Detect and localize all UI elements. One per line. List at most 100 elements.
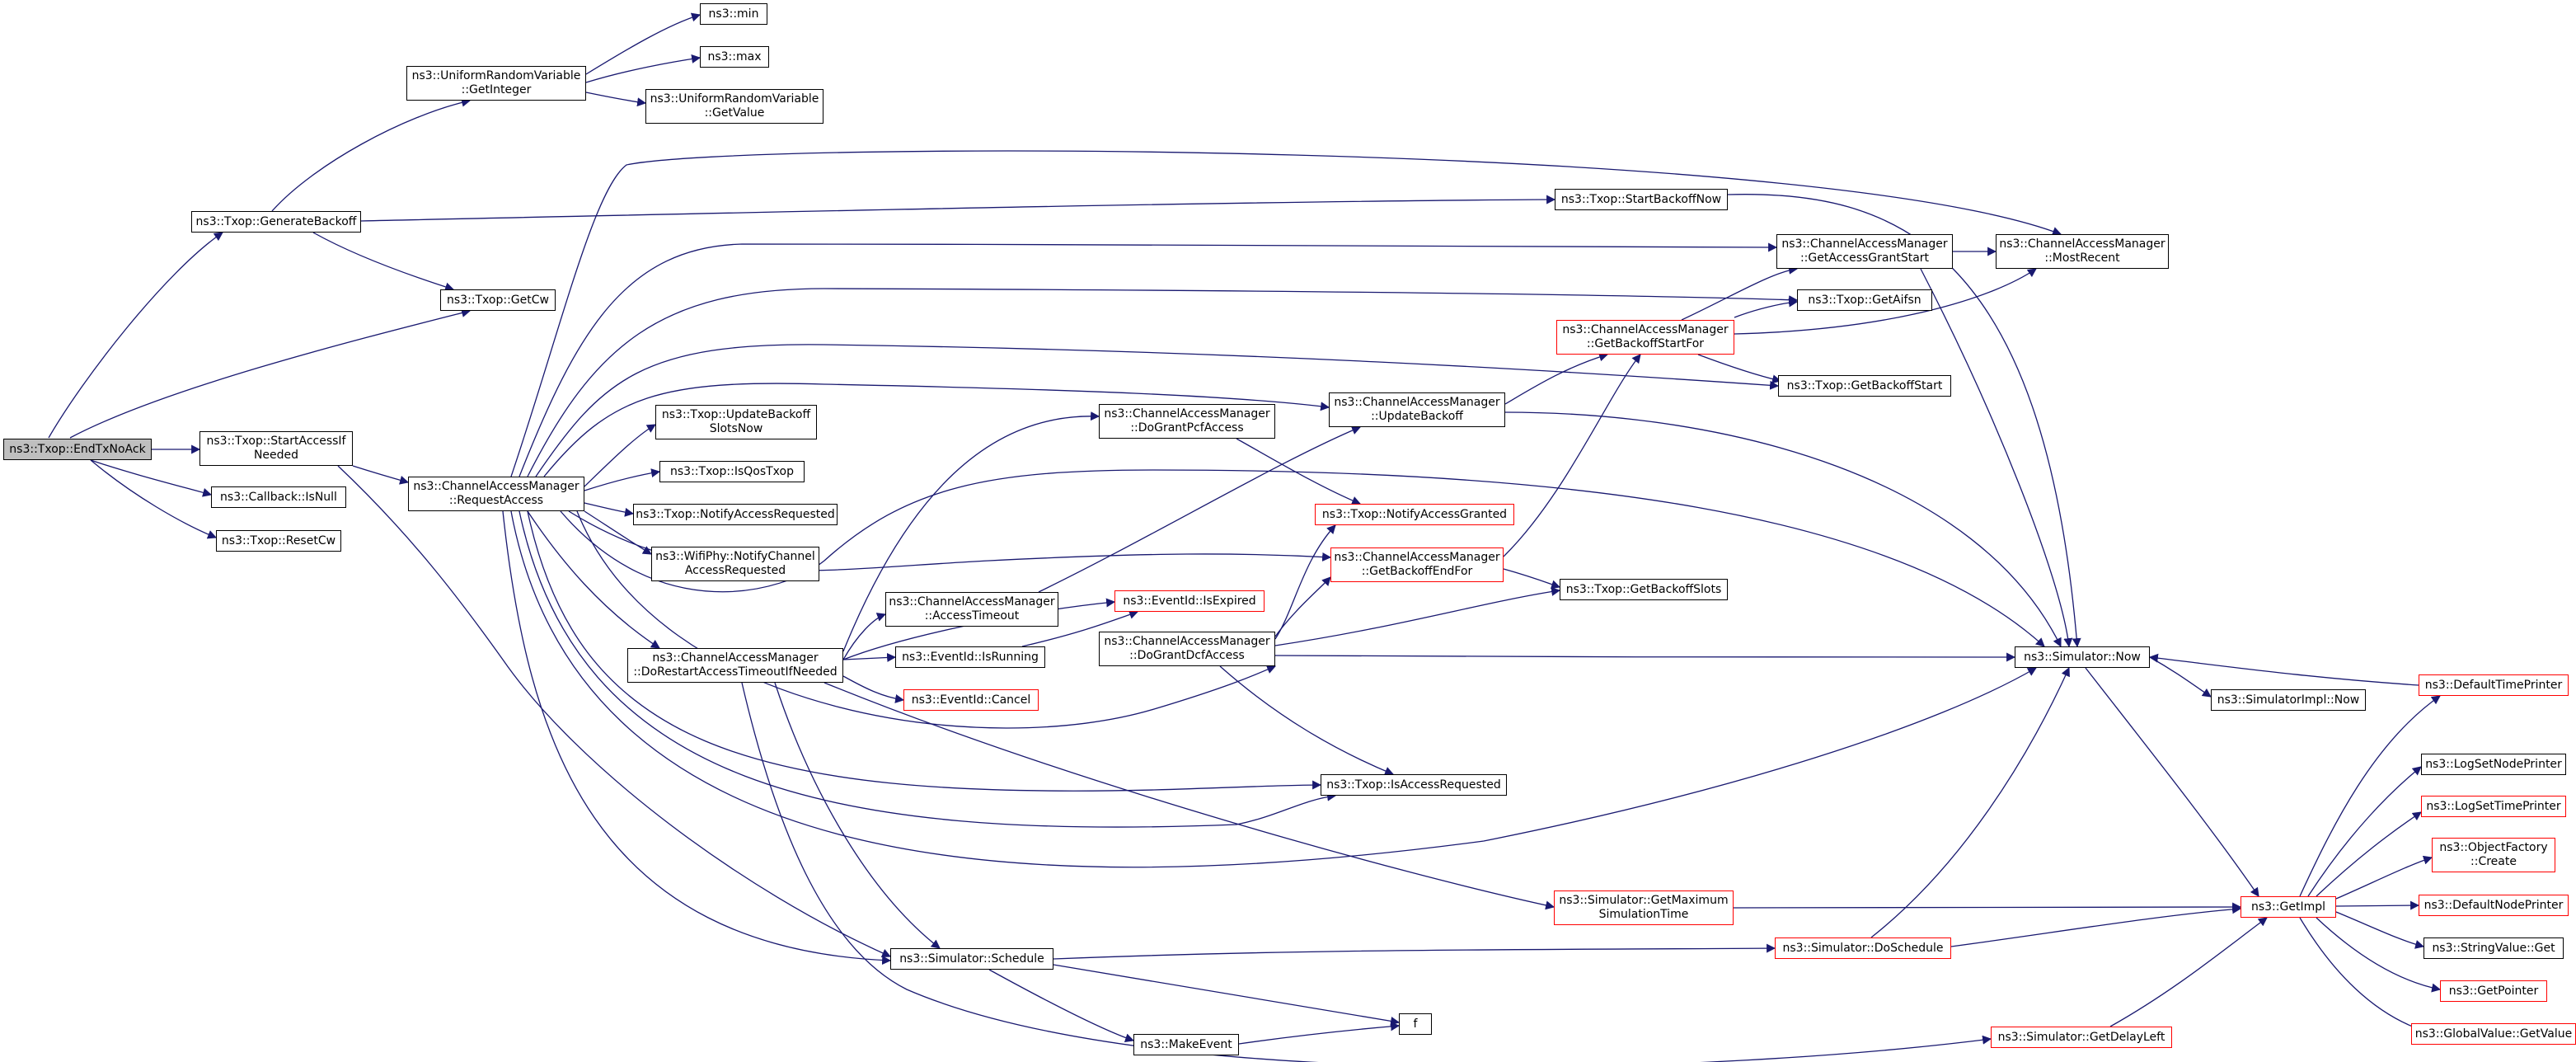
node-simulator-schedule[interactable]: ns3::Simulator::Schedule bbox=[890, 948, 1053, 970]
edge-isRunning-to-isExpired bbox=[1021, 610, 1139, 647]
node-txop-get-aifsn[interactable]: ns3::Txop::GetAifsn bbox=[1797, 289, 1932, 311]
edge-getImpl-to-objectFactoryCreate bbox=[2335, 855, 2433, 900]
node-channel-access-manager-update-backoff[interactable]: ns3::ChannelAccessManager ::UpdateBackof… bbox=[1329, 392, 1505, 427]
node-channel-access-manager-do-grant-dcf-access[interactable]: ns3::ChannelAccessManager ::DoGrantDcfAc… bbox=[1099, 632, 1275, 666]
edge-doRestart-to-isRunning bbox=[842, 652, 897, 662]
node-label: ns3::EventId::Cancel bbox=[911, 693, 1031, 707]
node-label: ns3::LogSetTimePrinter bbox=[2426, 799, 2561, 813]
edge-doSchedule-to-getImpl bbox=[1950, 905, 2242, 947]
node-label-line2: ::GetBackoffEndFor bbox=[1361, 565, 1473, 578]
node-label: ns3::LogSetNodePrinter bbox=[2425, 757, 2562, 771]
node-txop-is-access-requested[interactable]: ns3::Txop::IsAccessRequested bbox=[1321, 774, 1507, 796]
node-simulator-get-maximum-simulation-time[interactable]: ns3::Simulator::GetMaximum SimulationTim… bbox=[1554, 890, 1734, 925]
node-default-time-printer[interactable]: ns3::DefaultTimePrinter bbox=[2419, 674, 2569, 696]
node-label: ns3::StringValue::Get bbox=[2432, 941, 2555, 955]
node-label: ns3::ChannelAccessManager bbox=[1999, 237, 2165, 251]
node-txop-get-backoff-slots[interactable]: ns3::Txop::GetBackoffSlots bbox=[1560, 579, 1728, 600]
edge-startAccessIfNeeded-to-schedule bbox=[337, 465, 892, 958]
node-label-line2: ::GetValue bbox=[704, 106, 765, 120]
edge-getInteger-to-min bbox=[585, 12, 701, 75]
node-wifi-phy-notify-channel-access-requested[interactable]: ns3::WifiPhy::NotifyChannel AccessReques… bbox=[651, 547, 819, 581]
node-txop-end-tx-no-ack[interactable]: ns3::Txop::EndTxNoAck bbox=[3, 439, 152, 460]
node-channel-access-manager-most-recent[interactable]: ns3::ChannelAccessManager ::MostRecent bbox=[1996, 234, 2169, 269]
node-callback-is-null[interactable]: ns3::Callback::IsNull bbox=[211, 486, 346, 508]
node-channel-access-manager-request-access[interactable]: ns3::ChannelAccessManager ::RequestAcces… bbox=[408, 477, 584, 511]
edge-doGrantDcfAccess-to-isAccessRequested bbox=[1219, 665, 1395, 776]
node-channel-access-manager-do-restart-access-timeout[interactable]: ns3::ChannelAccessManager ::DoRestartAcc… bbox=[627, 648, 843, 683]
edge-schedule-to-f bbox=[1053, 964, 1401, 1026]
edge-doRestart-to-doGrantPcfAccess bbox=[842, 411, 1100, 652]
node-label: ns3::Simulator::Schedule bbox=[899, 952, 1044, 966]
node-uniform-random-variable-get-value[interactable]: ns3::UniformRandomVariable ::GetValue bbox=[645, 89, 823, 124]
node-channel-access-manager-get-backoff-start-for[interactable]: ns3::ChannelAccessManager ::GetBackoffSt… bbox=[1556, 320, 1734, 355]
node-label-line2: ::AccessTimeout bbox=[924, 609, 1020, 623]
node-label: f bbox=[1413, 1017, 1418, 1031]
node-simulator-get-delay-left[interactable]: ns3::Simulator::GetDelayLeft bbox=[1991, 1027, 2172, 1048]
node-label: ns3::max bbox=[707, 49, 762, 63]
node-label: ns3::ChannelAccessManager bbox=[1562, 323, 1729, 336]
node-txop-update-backoff-slots-now[interactable]: ns3::Txop::UpdateBackoff SlotsNow bbox=[655, 405, 817, 439]
node-label: ns3::Txop::IsQosTxop bbox=[670, 464, 794, 478]
node-label-line2: ::GetBackoffStartFor bbox=[1586, 337, 1705, 350]
node-event-id-cancel[interactable]: ns3::EventId::Cancel bbox=[903, 689, 1039, 711]
edge-startAccessIfNeeded-to-requestAccess bbox=[352, 465, 410, 485]
node-uniform-random-variable-get-integer[interactable]: ns3::UniformRandomVariable ::GetInteger bbox=[406, 66, 586, 101]
edge-doRestart-to-accessTimeout bbox=[842, 613, 887, 660]
node-get-impl[interactable]: ns3::GetImpl bbox=[2241, 896, 2336, 918]
node-txop-notify-access-requested[interactable]: ns3::Txop::NotifyAccessRequested bbox=[633, 504, 838, 525]
node-get-pointer[interactable]: ns3::GetPointer bbox=[2440, 980, 2547, 1002]
edge-schedule-to-doSchedule bbox=[1053, 943, 1776, 960]
edge-schedule-to-makeEvent bbox=[988, 969, 1135, 1042]
node-label: ns3::Txop::GetAifsn bbox=[1808, 293, 1921, 307]
node-label: ns3::Txop::GetBackoffStart bbox=[1786, 378, 1943, 392]
node-txop-start-backoff-now[interactable]: ns3::Txop::StartBackoffNow bbox=[1555, 189, 1728, 210]
node-f[interactable]: f bbox=[1399, 1013, 1432, 1035]
node-label: ns3::Txop::EndTxNoAck bbox=[9, 442, 146, 456]
edge-getImpl-to-defaultTimePrinter bbox=[2299, 695, 2441, 897]
edge-getBackoffStartFor-to-getAifsn bbox=[1734, 298, 1799, 318]
node-simulator-now[interactable]: ns3::Simulator::Now bbox=[2015, 646, 2150, 668]
edge-requestAccess-to-isQosTxop bbox=[584, 468, 661, 491]
node-default-node-printer[interactable]: ns3::DefaultNodePrinter bbox=[2419, 895, 2569, 916]
edge-endTxNoAck-to-resetCw bbox=[90, 459, 218, 539]
node-channel-access-manager-do-grant-pcf-access[interactable]: ns3::ChannelAccessManager ::DoGrantPcfAc… bbox=[1099, 404, 1275, 439]
edge-doGrantPcfAccess-to-notifyAccessGranted bbox=[1236, 438, 1362, 505]
node-label: ns3::ObjectFactory bbox=[2439, 841, 2548, 854]
node-simulator-impl-now[interactable]: ns3::SimulatorImpl::Now bbox=[2211, 689, 2366, 711]
edge-doRestart-to-schedule bbox=[774, 682, 941, 949]
node-label-line2: ::UpdateBackoff bbox=[1371, 410, 1463, 423]
edge-requestAccess-to-doRestart bbox=[527, 510, 660, 649]
node-txop-notify-access-granted[interactable]: ns3::Txop::NotifyAccessGranted bbox=[1315, 504, 1514, 525]
node-event-id-is-running[interactable]: ns3::EventId::IsRunning bbox=[895, 646, 1045, 668]
node-log-set-node-printer[interactable]: ns3::LogSetNodePrinter bbox=[2421, 754, 2566, 775]
node-label: ns3::MakeEvent bbox=[1140, 1037, 1232, 1051]
node-label: ns3::Txop::StartAccessIf bbox=[206, 435, 346, 448]
node-max[interactable]: ns3::max bbox=[700, 46, 769, 68]
node-label: ns3::EventId::IsRunning bbox=[902, 650, 1039, 664]
node-log-set-time-printer[interactable]: ns3::LogSetTimePrinter bbox=[2421, 796, 2566, 817]
edge-generateBackoff-to-startBackoffNow bbox=[360, 195, 1556, 222]
node-txop-is-qos-txop[interactable]: ns3::Txop::IsQosTxop bbox=[659, 461, 805, 482]
edge-requestAccess-to-getBackoffStart bbox=[535, 344, 1780, 477]
node-channel-access-manager-get-access-grant-start[interactable]: ns3::ChannelAccessManager ::GetAccessGra… bbox=[1776, 234, 1953, 269]
edge-getInteger-to-getValueURV bbox=[585, 92, 647, 107]
edge-accessTimeout-to-updateBackoff bbox=[1038, 425, 1362, 593]
node-txop-get-cw[interactable]: ns3::Txop::GetCw bbox=[440, 289, 556, 311]
node-min[interactable]: ns3::min bbox=[700, 3, 767, 25]
node-txop-get-backoff-start[interactable]: ns3::Txop::GetBackoffStart bbox=[1778, 375, 1951, 397]
node-label: ns3::Callback::IsNull bbox=[220, 490, 337, 504]
node-label: ns3::GlobalValue::GetValue bbox=[2414, 1027, 2573, 1041]
node-event-id-is-expired[interactable]: ns3::EventId::IsExpired bbox=[1114, 590, 1265, 612]
edge-getMaximumSimulationTime-to-getImpl bbox=[1733, 902, 2242, 912]
node-channel-access-manager-get-backoff-end-for[interactable]: ns3::ChannelAccessManager ::GetBackoffEn… bbox=[1330, 547, 1504, 582]
node-string-value-get[interactable]: ns3::StringValue::Get bbox=[2424, 937, 2564, 959]
node-global-value-get-value[interactable]: ns3::GlobalValue::GetValue bbox=[2411, 1023, 2576, 1045]
node-txop-reset-cw[interactable]: ns3::Txop::ResetCw bbox=[216, 530, 341, 552]
node-make-event[interactable]: ns3::MakeEvent bbox=[1133, 1034, 1239, 1055]
node-simulator-do-schedule[interactable]: ns3::Simulator::DoSchedule bbox=[1775, 937, 1951, 959]
node-object-factory-create[interactable]: ns3::ObjectFactory ::Create bbox=[2432, 838, 2555, 872]
node-txop-start-access-if-needed[interactable]: ns3::Txop::StartAccessIf Needed bbox=[199, 431, 353, 466]
node-channel-access-manager-access-timeout[interactable]: ns3::ChannelAccessManager ::AccessTimeou… bbox=[885, 592, 1058, 627]
node-label: ns3::Simulator::Now bbox=[2024, 650, 2141, 664]
node-txop-generate-backoff[interactable]: ns3::Txop::GenerateBackoff bbox=[191, 211, 361, 233]
